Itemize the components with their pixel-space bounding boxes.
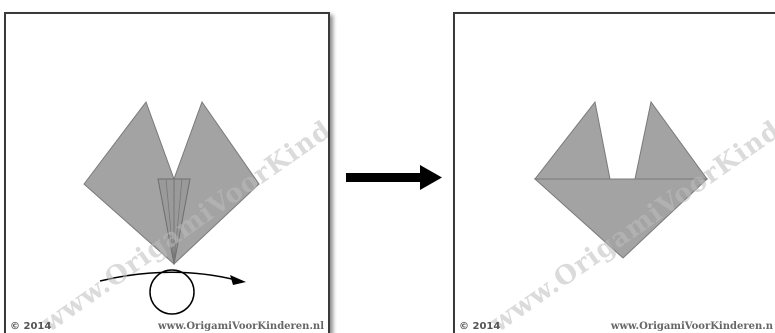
turn-over-circle [150,270,194,314]
website-label: www.OrigamiVoorKinderen.nl [158,321,324,332]
turn-over-arrowhead [230,275,246,285]
diagram-panel-after: www.OrigamiVoorKinderen.nl © 2014 www.Or… [453,12,775,333]
left-ear [535,102,610,179]
website-label: www.OrigamiVoorKinderen.n [611,321,773,332]
next-step-arrow-icon [346,165,446,190]
copyright-label: © 2014 [459,321,500,332]
diagram-panel-before: www.OrigamiVoorKinderen.nl © 2014 www.Or… [4,12,330,333]
copyright-label: © 2014 [10,321,51,332]
